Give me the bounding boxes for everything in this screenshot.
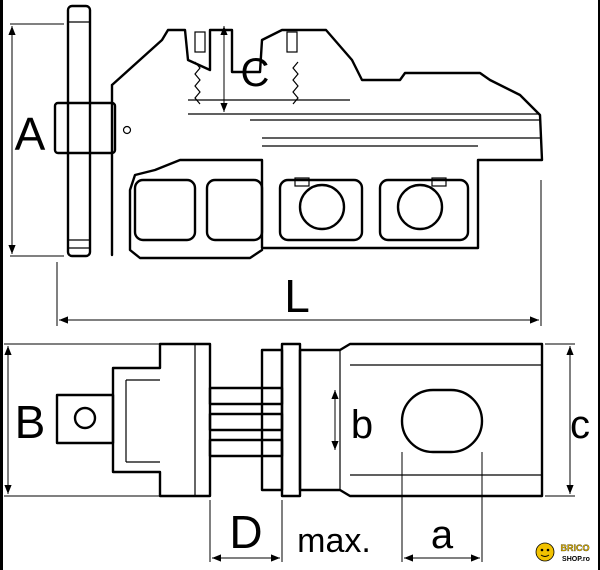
vise-side-view [53, 4, 544, 260]
logo-line2: SHOP.ro [562, 556, 590, 563]
base-window-1 [133, 178, 197, 242]
base-window-2 [205, 178, 264, 242]
logo-line1: BRICO [561, 543, 590, 553]
bolt-hole-2 [396, 183, 444, 231]
label-D: D [229, 506, 262, 558]
dimension-D-max [209, 500, 283, 562]
vise-top-view [55, 342, 544, 498]
dimension-A [8, 23, 64, 257]
dimension-c [545, 343, 575, 497]
bolt-hole-1 [298, 183, 346, 231]
vise-body [110, 28, 544, 260]
dimension-L [56, 180, 542, 326]
mounting-slot [400, 388, 484, 454]
base-window-4 [378, 178, 470, 242]
label-a: a [431, 513, 454, 557]
label-A: A [15, 108, 46, 160]
label-b: b [351, 403, 373, 447]
guide-rod-lower [208, 438, 284, 458]
guide-rod-middle [208, 412, 284, 432]
dimension-B [4, 343, 160, 497]
label-B: B [15, 396, 46, 448]
label-c: c [570, 403, 590, 447]
handle-end [55, 393, 115, 445]
label-L: L [284, 270, 310, 322]
label-max: max. [297, 522, 371, 560]
base-window-3 [278, 178, 364, 242]
front-jaw [280, 342, 302, 498]
slide-body [298, 342, 544, 498]
handle-bar [66, 4, 92, 258]
rear-jaw [111, 342, 212, 498]
dimension-a [401, 452, 483, 562]
bricoshop-logo: BRICO SHOP.ro [535, 542, 590, 563]
label-C-jaw: C [241, 51, 270, 95]
guide-rod-upper [208, 386, 284, 406]
spindle-hub [53, 101, 117, 155]
